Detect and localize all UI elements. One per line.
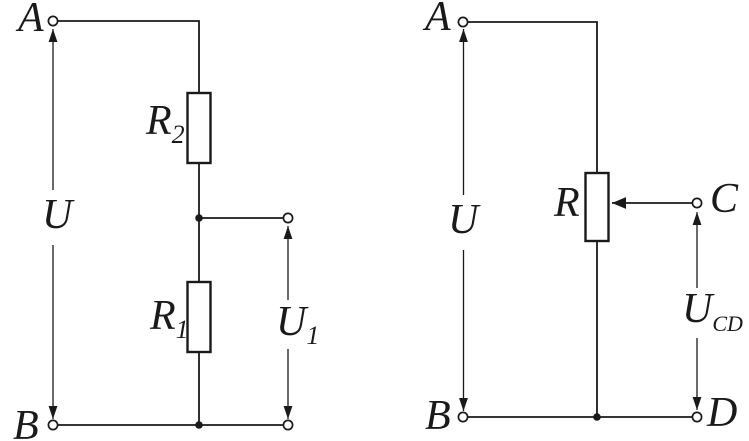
- terminal-c: [691, 197, 703, 209]
- wire-top-right: [468, 21, 598, 173]
- label-terminal-b-left: B: [13, 403, 39, 441]
- terminal-u1-bottom: [282, 419, 294, 431]
- label-terminal-a-right: A: [422, 0, 451, 40]
- right-circuit: A U B R C D UCD: [422, 0, 743, 439]
- resistor-r1-body: [186, 280, 212, 354]
- terminal-a-right: [457, 16, 469, 28]
- label-voltage-ucd: UCD: [682, 286, 743, 336]
- terminal-a-left: [47, 15, 59, 27]
- potentiometer-r-body: [584, 171, 610, 243]
- left-circuit: A U B R2 R1 U1: [13, 0, 319, 441]
- terminal-b-left: [47, 419, 59, 431]
- junction-dot-bottom-right: [593, 413, 601, 421]
- resistor-r2-body: [186, 91, 212, 165]
- label-voltage-u-right: U: [448, 197, 481, 243]
- label-resistor-r1: R1: [149, 293, 189, 344]
- label-resistor-r2: R2: [145, 98, 185, 149]
- label-terminal-c: C: [710, 176, 739, 222]
- label-voltage-u1: U1: [276, 299, 319, 350]
- terminal-u1-top: [282, 212, 294, 224]
- label-potentiometer-r: R: [553, 180, 580, 226]
- terminal-d: [691, 411, 703, 423]
- label-voltage-u-left: U: [42, 192, 75, 238]
- junction-dot-bottom-left: [195, 421, 203, 429]
- label-terminal-a-left: A: [15, 0, 44, 41]
- terminal-b-right: [457, 411, 469, 423]
- wire-top-left: [58, 20, 200, 93]
- label-terminal-d: D: [706, 390, 737, 436]
- junction-dot-mid-left: [195, 214, 203, 222]
- label-terminal-b-right: B: [425, 393, 451, 439]
